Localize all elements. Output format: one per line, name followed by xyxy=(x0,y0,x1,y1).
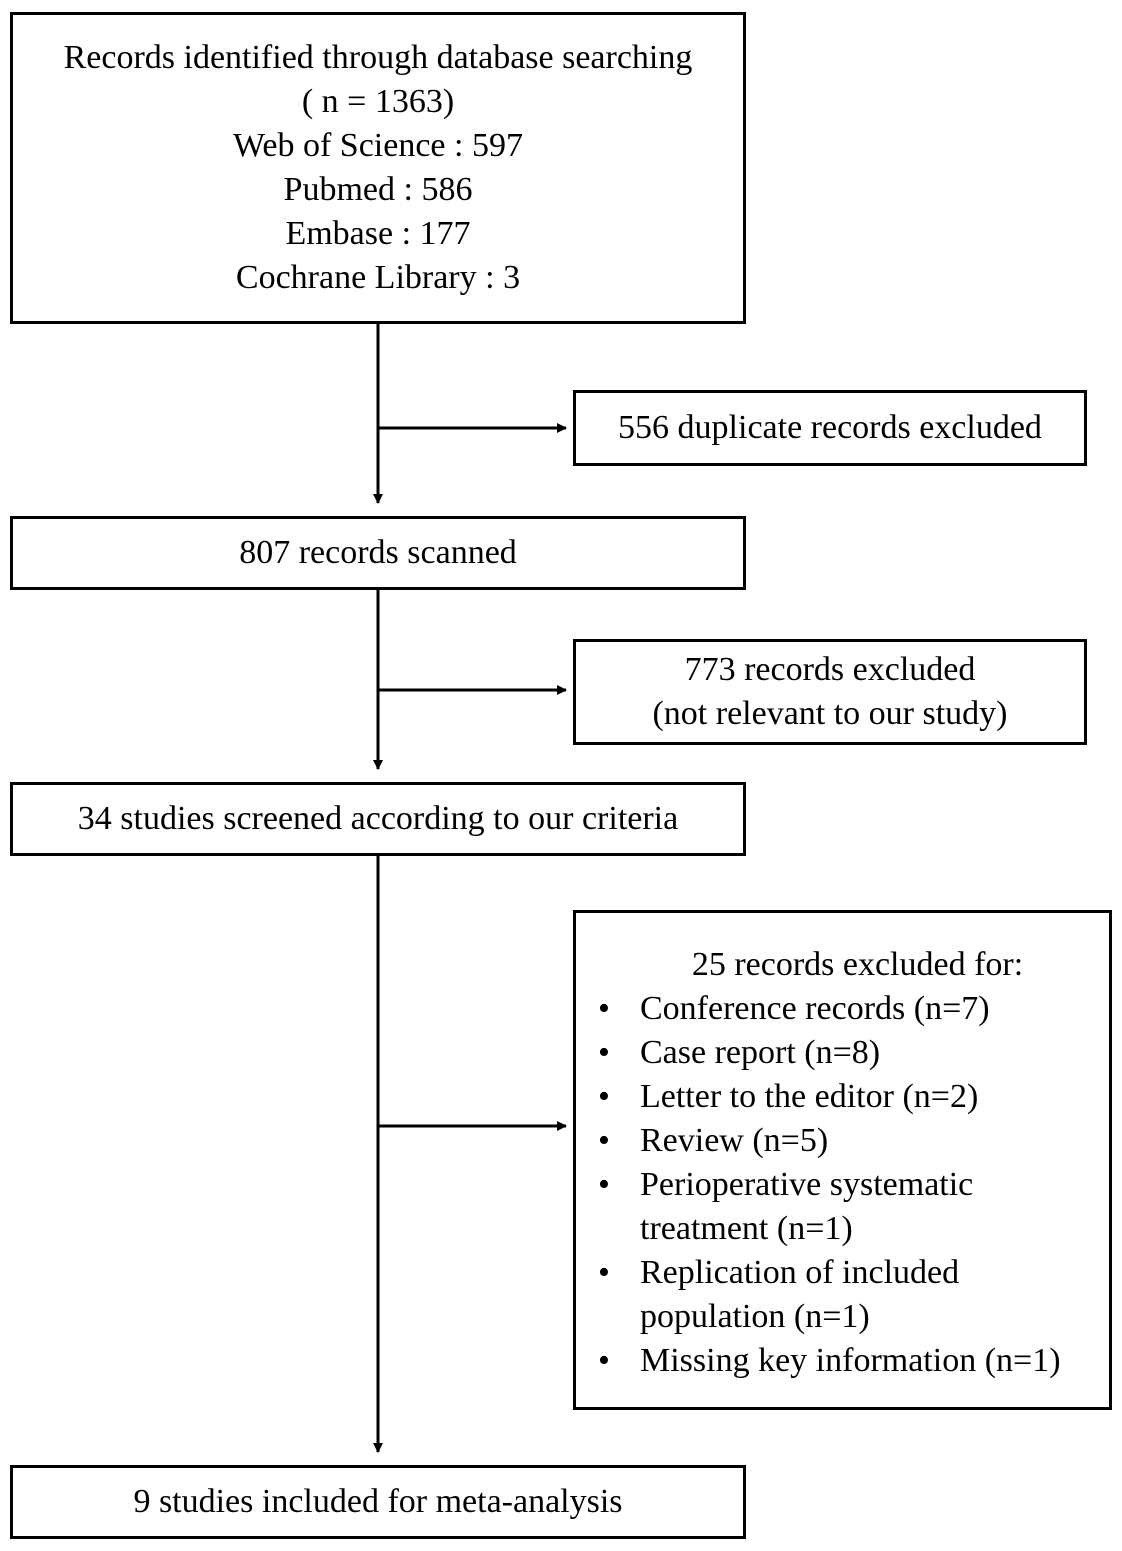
reason-letter-to-editor: • Letter to the editor (n=2) xyxy=(576,1075,1109,1119)
scanned-text: 807 records scanned xyxy=(239,534,517,571)
reason-review: • Review (n=5) xyxy=(576,1119,1109,1163)
exclusion-reasons-list: • Conference records (n=7) • Case report… xyxy=(576,987,1109,1383)
duplicates-excluded-box: 556 duplicate records excluded xyxy=(573,390,1087,466)
reason-text: Missing key information (n=1) xyxy=(640,1342,1061,1379)
source-cochrane: Cochrane Library : 3 xyxy=(235,259,521,296)
criteria-excluded-heading: 25 records excluded for: xyxy=(691,946,1024,983)
reason-conference-records: • Conference records (n=7) xyxy=(576,987,1109,1031)
irrelevant-excluded-line2: (not relevant to our study) xyxy=(652,695,1008,732)
reason-text-line1: Perioperative systematic xyxy=(640,1166,974,1203)
screened-text: 34 studies screened according to our cri… xyxy=(77,800,679,837)
duplicates-excluded-text: 556 duplicate records excluded xyxy=(618,409,1042,446)
bullet-marker: • xyxy=(598,1254,610,1291)
scanned-box: 807 records scanned xyxy=(10,516,746,590)
identification-title: Records identified through database sear… xyxy=(63,39,693,76)
bullet-marker: • xyxy=(598,1078,610,1115)
reason-replication-population: • Replication of included population (n=… xyxy=(576,1251,1109,1339)
reason-missing-key-information: • Missing key information (n=1) xyxy=(576,1339,1109,1383)
bullet-marker: • xyxy=(598,1342,610,1379)
included-text: 9 studies included for meta-analysis xyxy=(133,1483,623,1520)
screened-box: 34 studies screened according to our cri… xyxy=(10,782,746,856)
reason-text: Letter to the editor (n=2) xyxy=(640,1078,979,1115)
identification-total: ( n = 1363) xyxy=(301,83,455,120)
reason-text-line2: population (n=1) xyxy=(640,1298,870,1335)
irrelevant-excluded-line1: 773 records excluded xyxy=(684,651,976,688)
reason-text: Case report (n=8) xyxy=(640,1034,881,1071)
bullet-marker: • xyxy=(598,1122,610,1159)
reason-text-line1: Replication of included xyxy=(640,1254,960,1291)
reason-case-report: • Case report (n=8) xyxy=(576,1031,1109,1075)
source-web-of-science: Web of Science : 597 xyxy=(233,127,523,164)
reason-text-line2: treatment (n=1) xyxy=(640,1210,853,1247)
bullet-marker: • xyxy=(598,1166,610,1203)
bullet-marker: • xyxy=(598,990,610,1027)
reason-text: Review (n=5) xyxy=(640,1122,829,1159)
reason-perioperative-treatment: • Perioperative systematic treatment (n=… xyxy=(576,1163,1109,1251)
source-pubmed: Pubmed : 586 xyxy=(283,171,473,208)
source-embase: Embase : 177 xyxy=(285,215,471,252)
reason-text: Conference records (n=7) xyxy=(640,990,990,1027)
bullet-marker: • xyxy=(598,1034,610,1071)
included-box: 9 studies included for meta-analysis xyxy=(10,1465,746,1539)
criteria-excluded-box: 25 records excluded for: • Conference re… xyxy=(573,910,1112,1410)
identification-box: Records identified through database sear… xyxy=(10,12,746,324)
irrelevant-excluded-box: 773 records excluded (not relevant to ou… xyxy=(573,639,1087,745)
